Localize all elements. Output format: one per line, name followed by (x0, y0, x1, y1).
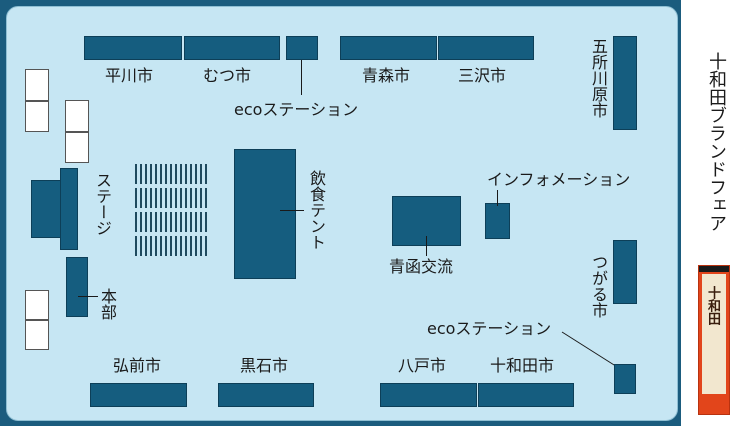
tent-box (25, 101, 49, 132)
label-food-tent: 飲食テント (307, 170, 326, 250)
label-mutsu: むつ市 (203, 66, 252, 85)
pointer-line (78, 296, 98, 297)
label-eco-station-top: ecoステーション (234, 100, 359, 119)
label-misawa: 三沢市 (458, 66, 507, 85)
label-stage: ステージ (93, 172, 112, 236)
booth-tsugaru (613, 240, 637, 304)
pointer-line (301, 60, 302, 95)
pointer-line (497, 190, 498, 206)
pointer-line (426, 236, 427, 256)
seating-area (135, 236, 207, 256)
booth-aomori (340, 36, 437, 60)
tent-box (25, 320, 49, 350)
seating-area (135, 188, 207, 208)
booth-kuroishi (218, 383, 314, 407)
stage-block (60, 168, 78, 250)
booth-mutsu (184, 36, 280, 60)
label-hirosaki: 弘前市 (113, 356, 162, 375)
label-goshogawara: 五所川原市 (589, 38, 608, 118)
booth-misawa (438, 36, 534, 60)
label-towada: 十和田市 (490, 356, 555, 375)
booth-information (485, 203, 510, 239)
label-eco-station-bottom: ecoステーション (427, 319, 552, 338)
banner-pole (699, 266, 729, 272)
label-honbu: 本部 (98, 288, 117, 320)
tent-box (65, 132, 89, 163)
pointer-line (561, 331, 623, 371)
label-kuroishi: 黒石市 (240, 356, 289, 375)
tent-box (25, 69, 49, 101)
seating-area (135, 164, 207, 184)
tent-box (65, 100, 89, 132)
label-seikan-koryu: 青函交流 (389, 257, 454, 276)
booth-eco-station-bottom (614, 364, 636, 394)
sidebar-panel: 十和田ブランドフェア 十和田 (681, 0, 747, 426)
label-hirakawa: 平川市 (105, 66, 154, 85)
stage-block (31, 180, 63, 238)
pointer-line (280, 210, 304, 211)
booth-honbu (66, 257, 88, 317)
label-information: インフォメーション (487, 170, 631, 189)
banner-text: 十和田 (705, 286, 720, 325)
label-aomori: 青森市 (362, 66, 411, 85)
label-tsugaru: つがる市 (589, 254, 608, 318)
banner-panel (702, 274, 726, 394)
booth-goshogawara (613, 36, 637, 130)
booth-eco-station-top (286, 36, 318, 60)
sidebar-title: 十和田ブランドフェア (706, 52, 727, 232)
booth-hachinohe (380, 383, 477, 407)
tent-box (25, 290, 49, 320)
booth-food-tent (234, 149, 296, 279)
banner-icon: 十和田 (698, 265, 730, 415)
label-hachinohe: 八戸市 (398, 356, 447, 375)
booth-towada (478, 383, 574, 407)
booth-hirosaki (90, 383, 187, 407)
event-map (6, 6, 678, 421)
booth-hirakawa (84, 36, 182, 60)
seating-area (135, 212, 207, 232)
